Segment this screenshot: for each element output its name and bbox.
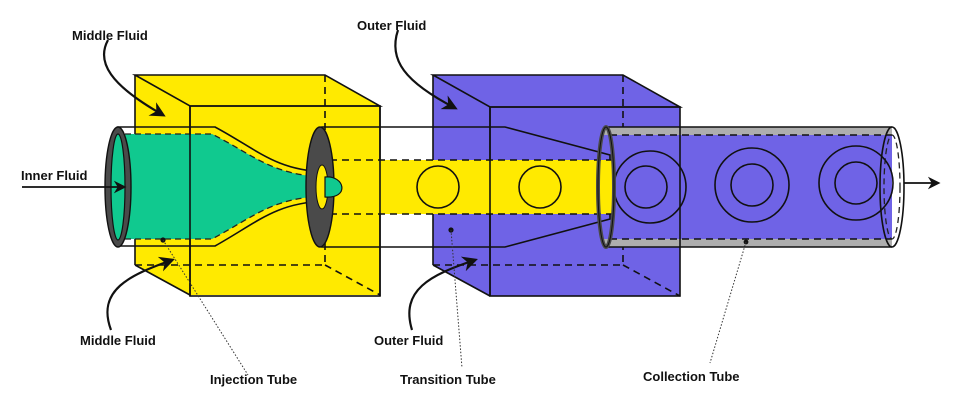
label-middle-fluid-top: Middle Fluid	[72, 28, 148, 43]
middle-fluid-bottom-callout-arrow	[106, 256, 175, 331]
inner-fluid	[118, 134, 325, 239]
outer-chamber-hidden-edge	[622, 264, 681, 297]
double-emulsion-droplets	[613, 145, 894, 224]
outer-fluid-bottom-callout-arrow	[408, 256, 478, 331]
transition-tube	[305, 126, 612, 248]
collection-tube-entrance-outline	[597, 126, 615, 248]
label-collection-tube: Collection Tube	[643, 369, 740, 384]
collection-tube-exit-rim	[879, 126, 905, 248]
double-emulsion-shell	[818, 145, 894, 221]
label-transition-tube: Transition Tube	[400, 372, 496, 387]
label-injection-tube: Injection Tube	[210, 372, 297, 387]
label-middle-fluid-bottom: Middle Fluid	[80, 333, 156, 348]
inner-droplet	[518, 165, 562, 209]
collection-tube-leader	[709, 241, 747, 364]
outer-chamber-bottom-edge	[432, 264, 491, 297]
transition-tube-middle-fluid	[322, 160, 612, 214]
outer-fluid-top-callout-arrow	[394, 29, 458, 110]
middle-chamber-hidden-edge	[324, 264, 381, 296]
injection-tube-leader	[162, 239, 249, 376]
double-emulsion-core	[730, 163, 774, 207]
label-inner-fluid: Inner Fluid	[21, 168, 88, 183]
collection-tube	[604, 126, 905, 248]
double-emulsion-core	[624, 165, 668, 209]
forming-inner-droplet	[324, 176, 343, 198]
label-outer-fluid-top: Outer Fluid	[357, 18, 426, 33]
double-emulsion-shell	[714, 147, 790, 223]
collection-tube-exit-inner	[883, 134, 901, 240]
label-outer-fluid-bottom: Outer Fluid	[374, 333, 443, 348]
middle-fluid-top-callout-arrow	[103, 39, 166, 117]
double-emulsion-core	[834, 161, 878, 205]
inner-droplet	[416, 165, 460, 209]
